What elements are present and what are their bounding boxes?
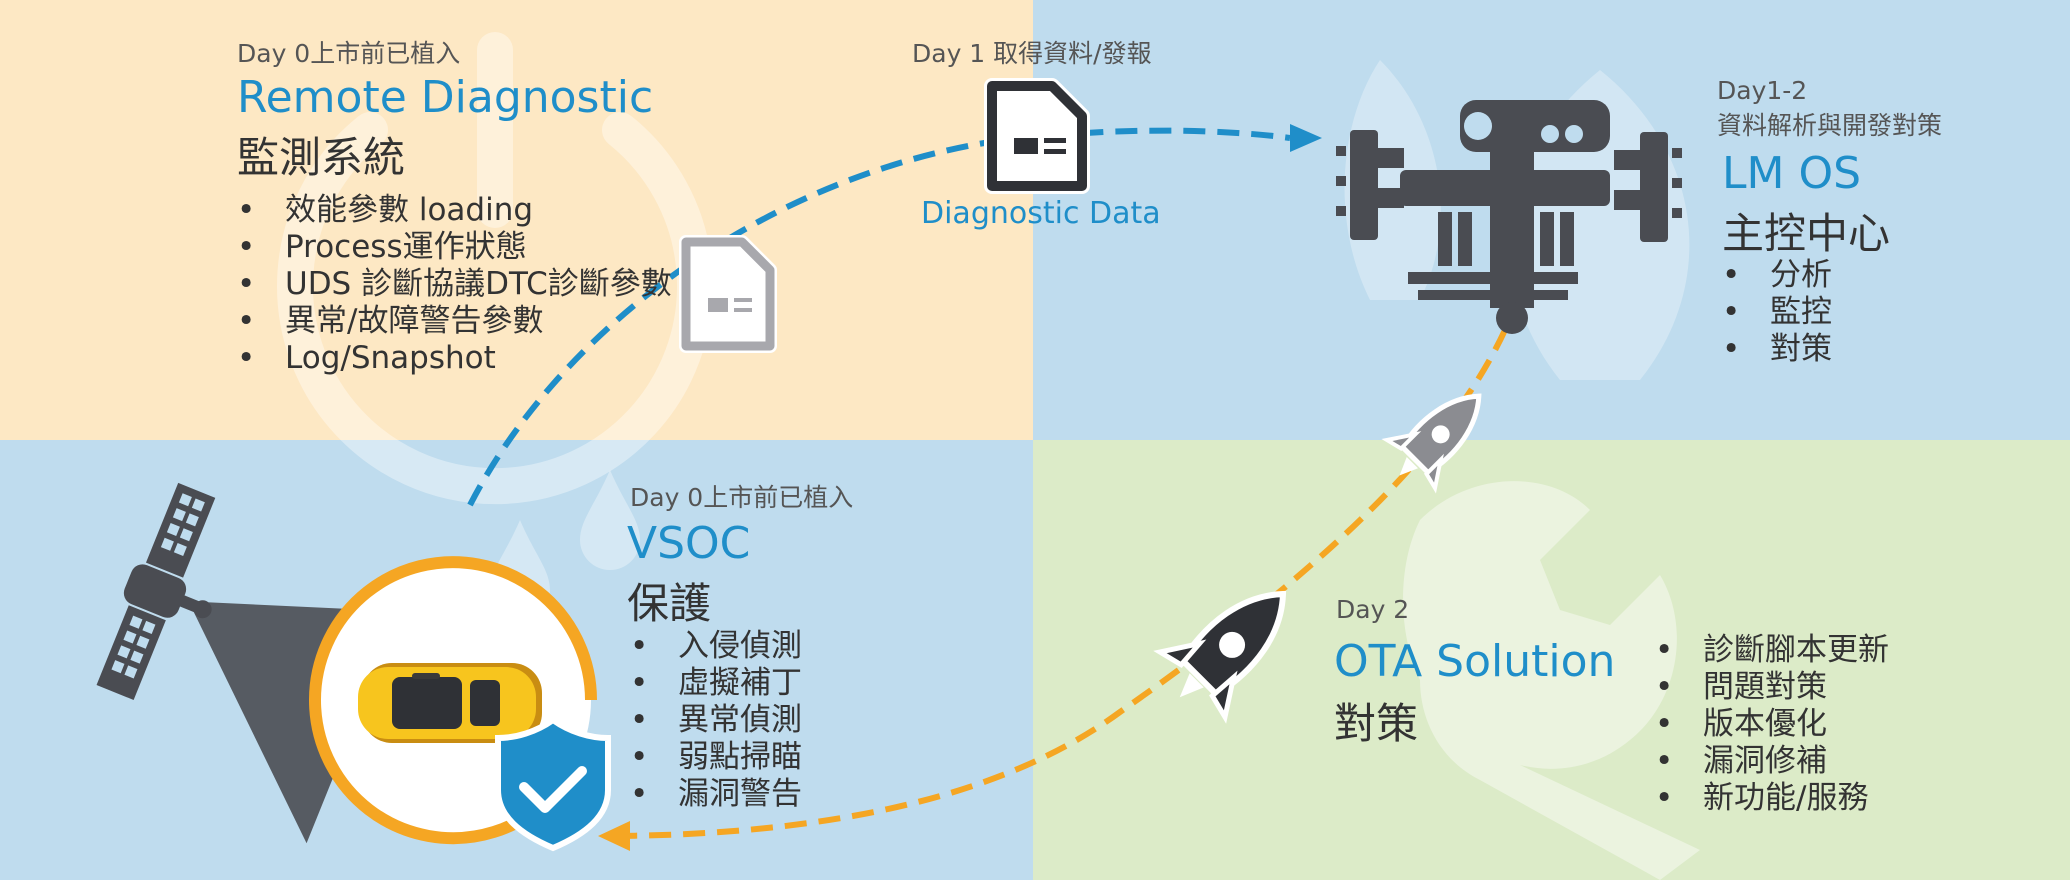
document-icon	[679, 235, 777, 353]
vsoc-subtitle: 保護	[627, 579, 712, 628]
lmos-day-label: Day1-2	[1717, 76, 1808, 105]
list-item: 監控	[1722, 294, 1832, 331]
arrowhead-blue	[1290, 124, 1322, 152]
remote-feature-list: 效能參數 loading Process運作狀態 UDS 診斷協議DTC診斷參數…	[237, 192, 672, 377]
diagnostic-data-flow-arrow	[467, 127, 1291, 507]
lmos-feature-list: 分析 監控 對策	[1722, 257, 1832, 368]
list-item: 弱點掃瞄	[630, 739, 802, 776]
ota-subtitle: 對策	[1334, 699, 1419, 748]
list-item: Log/Snapshot	[237, 340, 672, 377]
list-item: Process運作狀態	[237, 229, 672, 266]
remote-day-label: Day 0上市前已植入	[237, 39, 461, 68]
list-item: 異常偵測	[630, 702, 802, 739]
list-item: 虛擬補丁	[630, 665, 802, 702]
rocket-large-icon	[1153, 590, 1287, 724]
space-station-icon	[1336, 100, 1682, 334]
ota-day-label: Day 2	[1336, 595, 1410, 624]
lmos-subtitle: 主控中心	[1722, 209, 1891, 258]
ota-feature-list: 診斷腳本更新 問題對策 版本優化 漏洞修補 新功能/服務	[1655, 632, 1889, 817]
list-item: 診斷腳本更新	[1655, 632, 1889, 669]
vsoc-title: VSOC	[627, 518, 751, 569]
list-item: 版本優化	[1655, 706, 1889, 743]
rocket-small-icon	[1381, 393, 1482, 494]
list-item: 問題對策	[1655, 669, 1889, 706]
lmos-title: LM OS	[1722, 148, 1862, 199]
list-item: UDS 診斷協議DTC診斷參數	[237, 266, 672, 303]
list-item: 效能參數 loading	[237, 192, 672, 229]
list-item: 對策	[1722, 331, 1832, 368]
diagnostic-document-icon	[984, 78, 1090, 194]
list-item: 分析	[1722, 257, 1832, 294]
wrench-icon	[1403, 481, 1700, 880]
diagnostic-data-label: Diagnostic Data	[921, 196, 1161, 231]
arrowhead-orange	[598, 821, 630, 851]
remote-subtitle: 監測系統	[237, 133, 406, 182]
ota-flow-arrow	[609, 328, 1508, 839]
list-item: 入侵偵測	[630, 628, 802, 665]
vsoc-day-label: Day 0上市前已植入	[630, 483, 854, 512]
shield-check-icon	[495, 716, 611, 852]
list-item: 異常/故障警告參數	[237, 303, 672, 340]
ota-title: OTA Solution	[1334, 636, 1616, 687]
diag-day-label: Day 1 取得資料/發報	[912, 39, 1152, 68]
remote-title: Remote Diagnostic	[237, 72, 654, 123]
car-icon	[358, 663, 542, 743]
list-item: 漏洞修補	[1655, 743, 1889, 780]
list-item: 漏洞警告	[630, 776, 802, 813]
list-item: 新功能/服務	[1655, 780, 1889, 817]
lmos-day-desc: 資料解析與開發對策	[1717, 111, 1943, 140]
vsoc-feature-list: 入侵偵測 虛擬補丁 異常偵測 弱點掃瞄 漏洞警告	[630, 628, 802, 813]
